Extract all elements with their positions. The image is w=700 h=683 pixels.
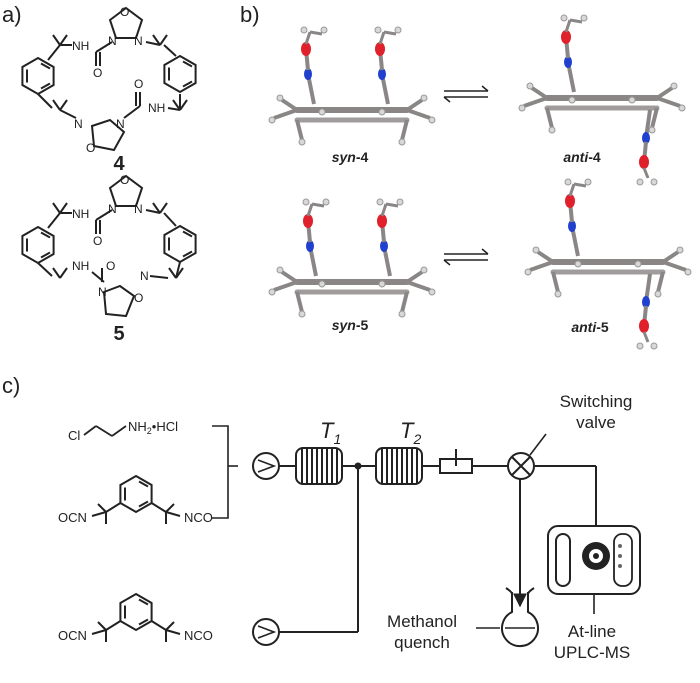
reagent-chloroethylamine: Cl NH2•HCl bbox=[68, 419, 178, 443]
compound-4-structure: O N N O NH N O N O NH bbox=[21, 5, 197, 155]
svg-text:NH: NH bbox=[72, 207, 89, 221]
compound-4-number: 4 bbox=[113, 153, 125, 175]
svg-text:N: N bbox=[98, 285, 107, 299]
label-syn-5: syn-5 bbox=[332, 317, 369, 333]
svg-text:O: O bbox=[93, 234, 102, 248]
xray-syn-5 bbox=[269, 197, 435, 317]
svg-text:Cl: Cl bbox=[68, 428, 80, 443]
svg-text:O: O bbox=[134, 77, 143, 91]
panel-a-label: a) bbox=[2, 2, 22, 27]
equilibrium-arrow-4 bbox=[443, 85, 489, 103]
xray-syn-4 bbox=[269, 25, 435, 145]
reactor-t1-label: T1 bbox=[320, 418, 341, 447]
valve-callout-line bbox=[529, 433, 547, 456]
svg-text:N: N bbox=[108, 202, 117, 216]
svg-text:N: N bbox=[134, 34, 143, 48]
svg-text:O: O bbox=[106, 259, 115, 273]
svg-text:N: N bbox=[74, 117, 83, 131]
reagent-diisocyanate-bottom: OCN NCO bbox=[58, 594, 213, 643]
svg-text:O: O bbox=[86, 141, 95, 155]
reactor-t2 bbox=[375, 447, 423, 485]
panel-c-label: c) bbox=[2, 373, 20, 398]
reagent-diisocyanate-top: OCN NCO bbox=[58, 476, 213, 525]
valve-label-line1: Switching bbox=[560, 392, 633, 411]
reactor-t1 bbox=[295, 447, 343, 485]
uplc-label-line2: UPLC-MS bbox=[554, 643, 631, 662]
svg-text:N: N bbox=[134, 202, 143, 216]
quench-flask bbox=[501, 585, 539, 648]
svg-text:O: O bbox=[93, 66, 102, 80]
label-syn-4: syn-4 bbox=[332, 149, 369, 165]
svg-text:NCO: NCO bbox=[184, 628, 213, 643]
svg-text:NCO: NCO bbox=[184, 510, 213, 525]
svg-text:O: O bbox=[120, 5, 129, 19]
compound-5-number: 5 bbox=[113, 323, 124, 345]
svg-text:O: O bbox=[134, 291, 143, 305]
valve-label-line2: valve bbox=[576, 413, 616, 432]
quench-label-line2: quench bbox=[394, 633, 450, 652]
reagent-bracket bbox=[212, 425, 238, 519]
xray-anti-4 bbox=[519, 13, 685, 187]
compound-5-structure: O N N O NH NH O N O N bbox=[21, 173, 197, 318]
pump-1 bbox=[252, 452, 280, 480]
reactor-t2-label: T2 bbox=[400, 418, 421, 447]
svg-text:OCN: OCN bbox=[58, 510, 87, 525]
uplc-label-line1: At-line bbox=[568, 622, 616, 641]
flow-lines bbox=[279, 465, 597, 633]
uplc-ms-instrument bbox=[547, 525, 641, 595]
equilibrium-arrow-5 bbox=[443, 248, 489, 266]
svg-text:NH: NH bbox=[72, 259, 89, 273]
label-anti-4: anti-4 bbox=[563, 149, 601, 165]
svg-text:OCN: OCN bbox=[58, 628, 87, 643]
svg-text:N: N bbox=[140, 269, 149, 283]
panel-b-label: b) bbox=[240, 2, 260, 27]
switching-valve bbox=[507, 452, 535, 480]
svg-text:NH: NH bbox=[148, 101, 165, 115]
back-pressure-regulator bbox=[439, 449, 473, 474]
mixing-junction bbox=[354, 462, 362, 470]
pump-2 bbox=[252, 618, 280, 646]
svg-text:N: N bbox=[116, 117, 125, 131]
label-anti-5: anti-5 bbox=[571, 319, 609, 335]
svg-text:NH2•HCl: NH2•HCl bbox=[128, 419, 178, 436]
svg-text:O: O bbox=[120, 173, 129, 187]
svg-text:N: N bbox=[108, 34, 117, 48]
svg-text:NH: NH bbox=[72, 39, 89, 53]
quench-label-line1: Methanol bbox=[387, 612, 457, 631]
